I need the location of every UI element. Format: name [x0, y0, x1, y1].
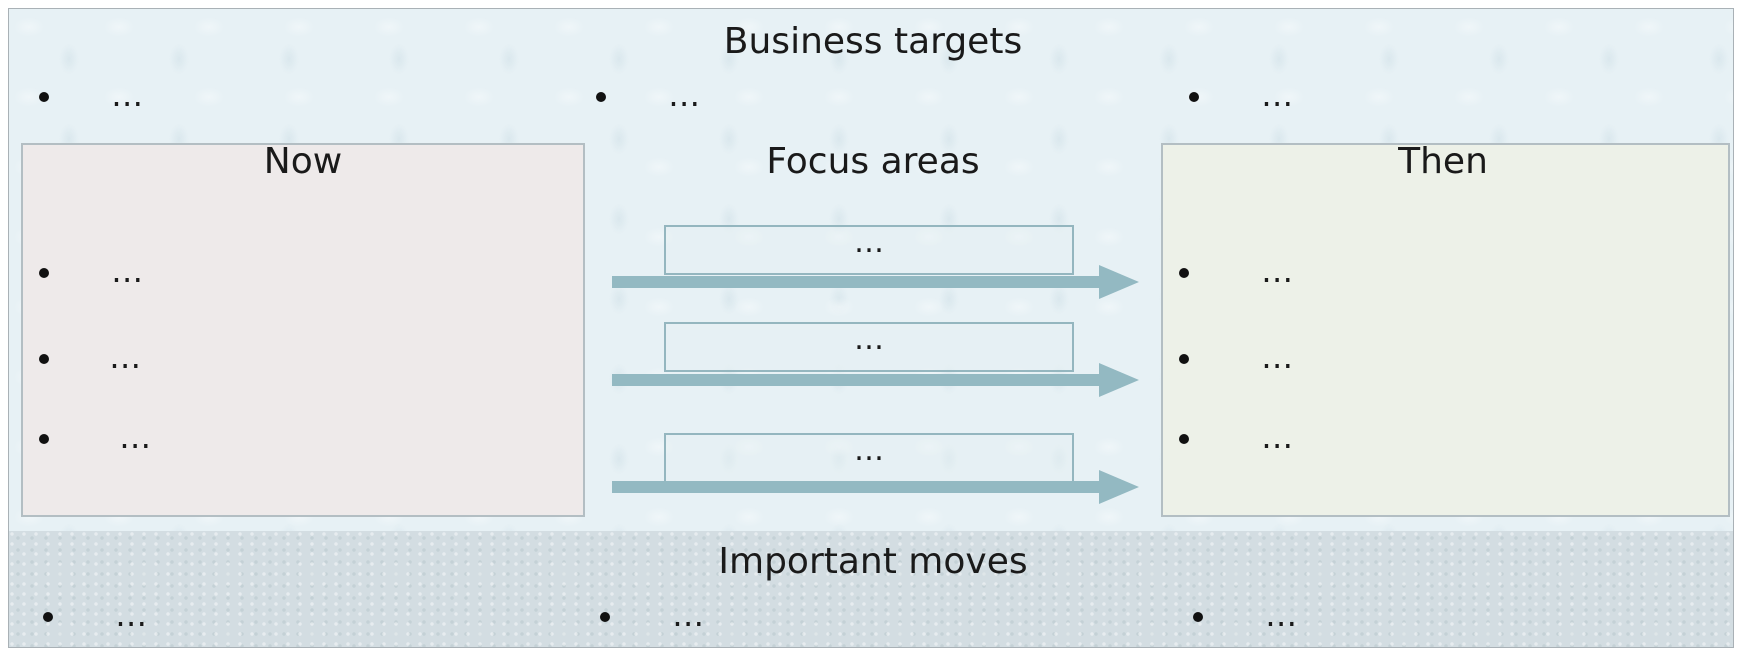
important-moves-title: Important moves	[718, 541, 1028, 582]
business-target-item: …	[1189, 79, 1293, 111]
focus-areas-title: Focus areas	[766, 141, 980, 182]
bullet-icon	[39, 354, 49, 364]
now-box	[21, 143, 585, 517]
focus-area-label: …	[854, 322, 884, 357]
arrow-icon	[612, 470, 1139, 504]
bullet-icon	[1179, 268, 1189, 278]
focus-area-label: …	[854, 225, 884, 260]
focus-arrows	[612, 265, 1139, 504]
important-move-item: …	[1193, 599, 1297, 631]
focus-area-label: …	[854, 433, 884, 468]
then-item: …	[1179, 341, 1293, 373]
focus-area-box	[664, 225, 1074, 275]
bullet-icon	[596, 92, 606, 102]
arrow-icon	[612, 363, 1139, 397]
important-move-item: …	[43, 599, 147, 631]
bullet-icon	[39, 92, 49, 102]
bullet-icon	[1179, 354, 1189, 364]
bullet-icon	[39, 268, 49, 278]
arrow-icon	[612, 265, 1139, 299]
bullet-icon	[600, 612, 610, 622]
bullet-icon	[1193, 612, 1203, 622]
focus-area-box	[664, 322, 1074, 372]
then-title: Then	[1398, 141, 1488, 182]
now-item: …	[39, 421, 151, 453]
then-item: …	[1179, 255, 1293, 287]
bullet-icon	[1179, 434, 1189, 444]
business-targets-title: Business targets	[723, 21, 1023, 62]
now-item: …	[39, 341, 141, 373]
business-target-item: …	[596, 79, 700, 111]
important-moves-band	[9, 531, 1733, 647]
important-move-item: …	[600, 599, 704, 631]
business-target-item: …	[39, 79, 143, 111]
then-item: …	[1179, 421, 1293, 453]
focus-area-box	[664, 433, 1074, 483]
now-title: Now	[263, 141, 343, 182]
bullet-icon	[39, 434, 49, 444]
bullet-icon	[43, 612, 53, 622]
then-box	[1161, 143, 1730, 517]
bullet-icon	[1189, 92, 1199, 102]
now-item: …	[39, 255, 143, 287]
slide-frame: Business targets … … … Now … … … Focus a…	[8, 8, 1734, 648]
